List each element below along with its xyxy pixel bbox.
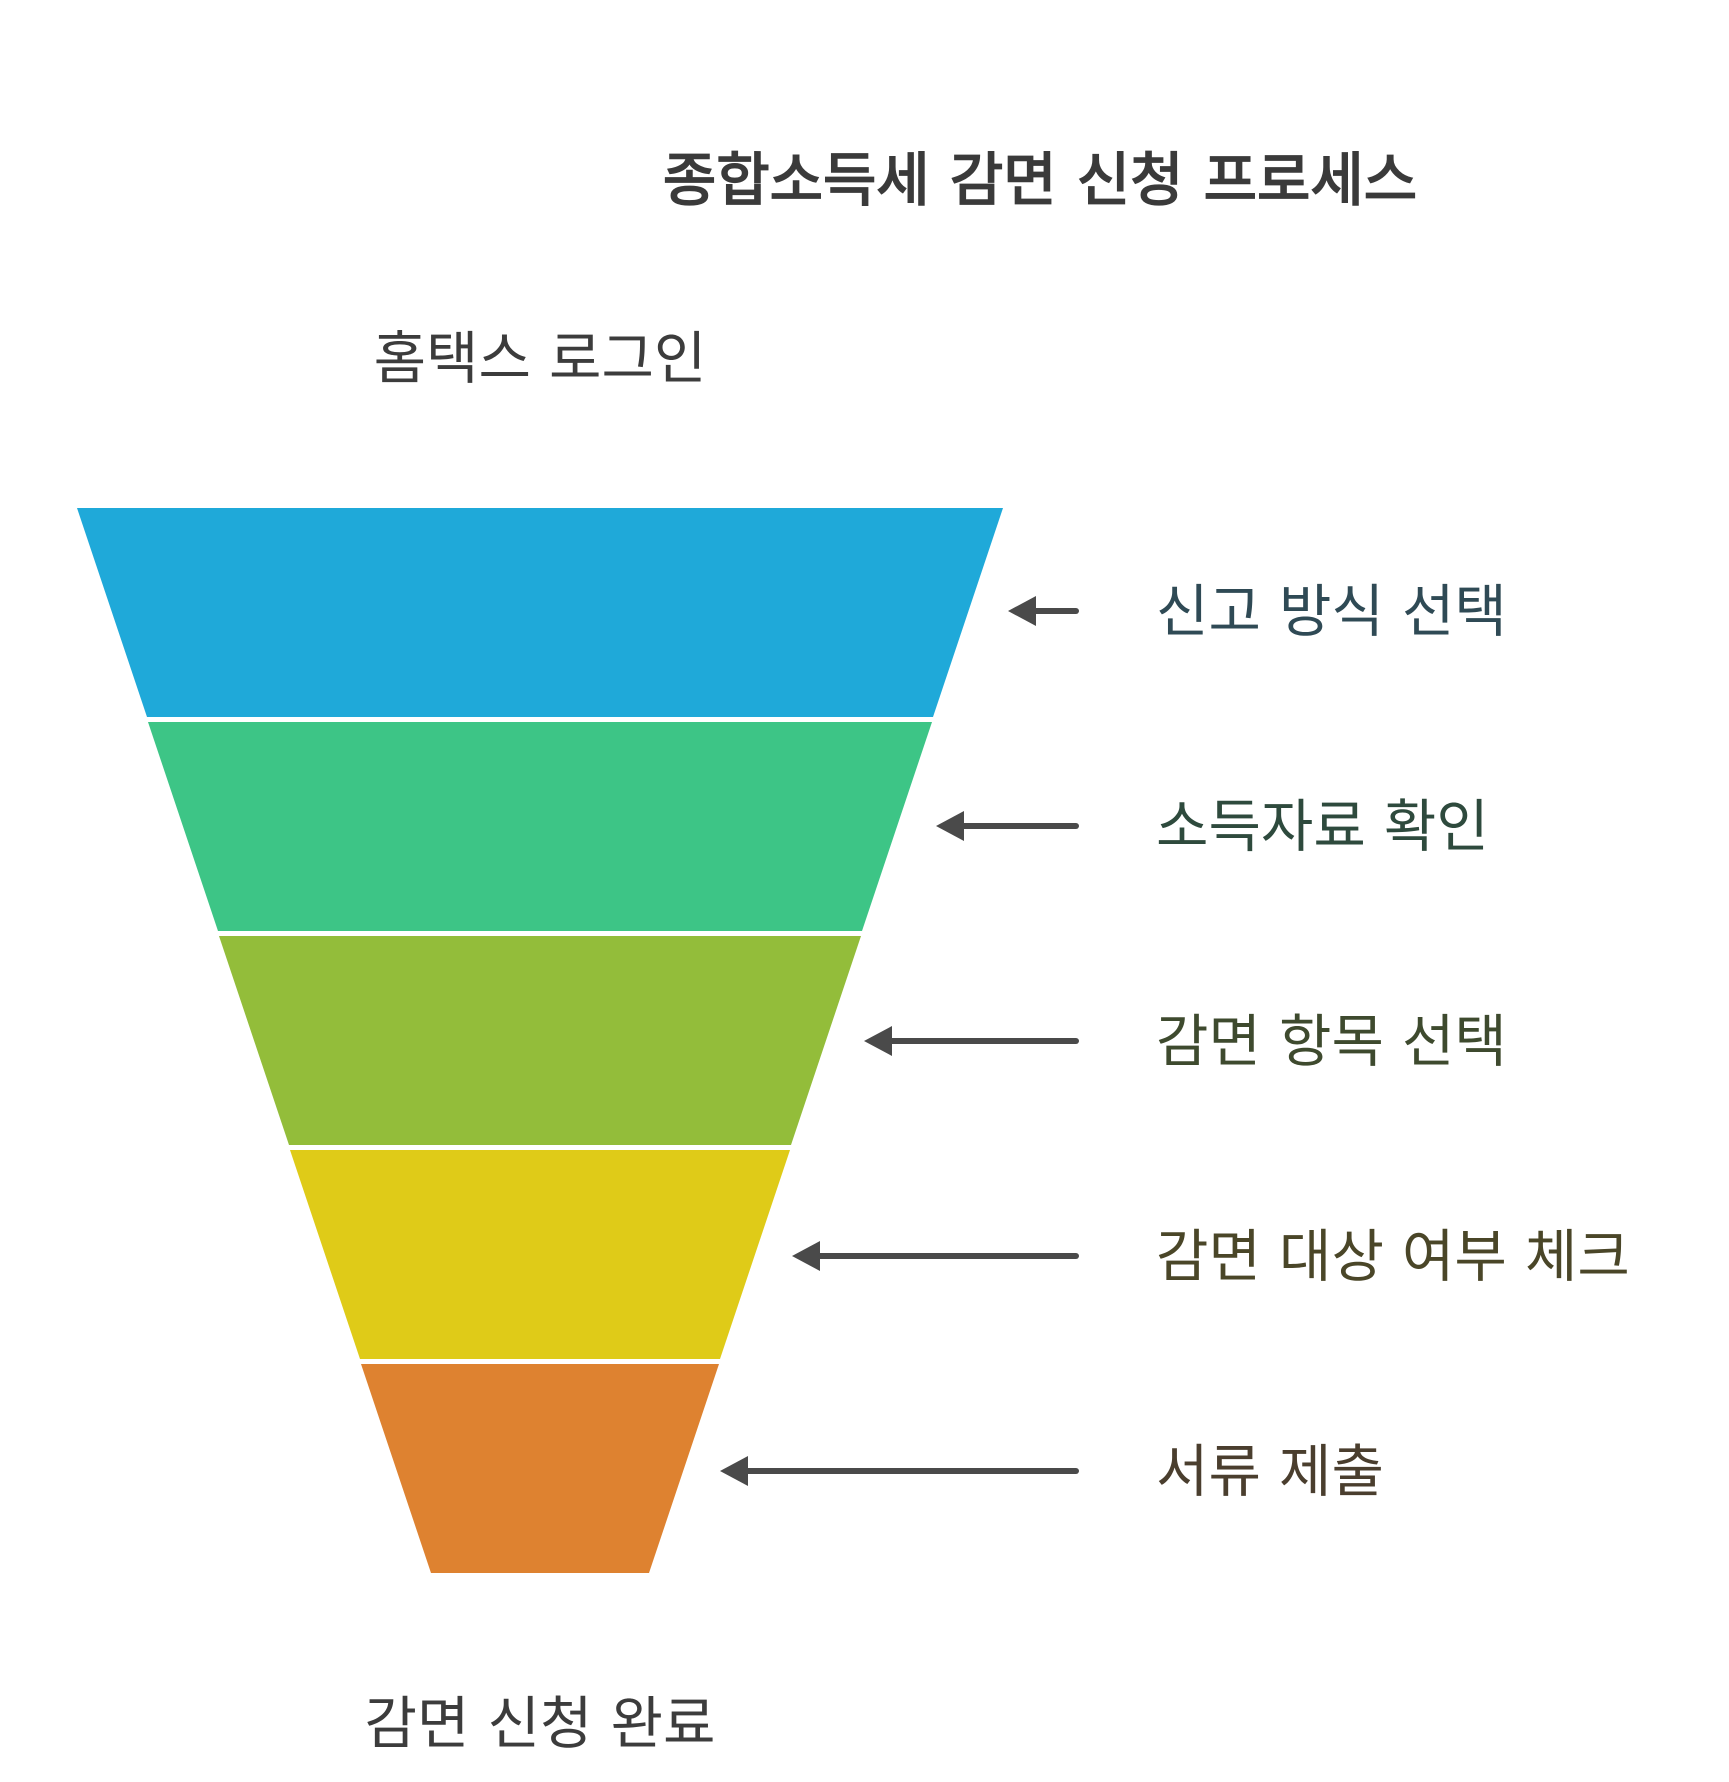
step-label-5: 서류 제출 (1156, 1439, 1384, 1505)
diagram-title: 종합소득세 감면 신청 프로세스 (663, 146, 1417, 214)
step-label-3: 감면 항목 선택 (1156, 1009, 1507, 1075)
funnel-segment-4 (290, 1150, 790, 1359)
funnel-segments (77, 508, 1003, 1573)
funnel-segment-5 (361, 1364, 719, 1573)
step-arrow-2 (936, 811, 1079, 841)
step-label-4: 감면 대상 여부 체크 (1156, 1224, 1630, 1290)
step-labels: 신고 방식 선택 소득자료 확인 감면 항목 선택 감면 대상 여부 체크 서류… (1156, 579, 1630, 1505)
step-label-1: 신고 방식 선택 (1156, 579, 1507, 645)
start-label: 홈택스 로그인 (374, 326, 707, 392)
step-arrow-3 (864, 1026, 1079, 1056)
end-label: 감면 신청 완료 (365, 1691, 716, 1757)
step-arrow-1 (1008, 596, 1079, 626)
step-arrow-4 (792, 1241, 1079, 1271)
step-label-2: 소득자료 확인 (1156, 794, 1489, 860)
funnel-segment-2 (148, 722, 932, 931)
step-arrow-5 (720, 1456, 1079, 1486)
step-arrows (720, 596, 1079, 1486)
funnel-segment-3 (219, 936, 861, 1145)
funnel-segment-1 (77, 508, 1003, 717)
